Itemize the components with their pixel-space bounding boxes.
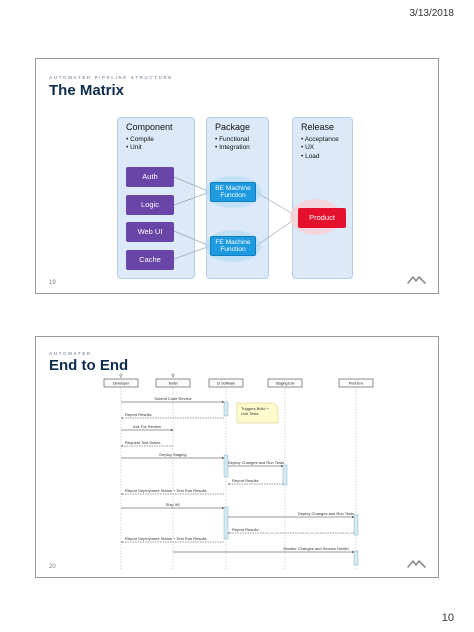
slide-number: 19 <box>49 280 56 286</box>
actor-icons <box>119 373 175 378</box>
note-line-2: Unit Tests <box>241 411 259 416</box>
component-item: • Compile <box>126 136 154 143</box>
activation-ci-2 <box>223 454 229 478</box>
page-number: 10 <box>441 612 454 624</box>
msg-label-5: Deploy Staging <box>159 452 186 457</box>
release-list: • Acceptance • UX • Load <box>301 136 339 161</box>
page-date: 3/13/2018 <box>409 8 455 19</box>
slide-kicker: AUTOMATED PIPELINE STRUCTURE <box>49 75 173 80</box>
msg-label-11: Report Results <box>232 527 258 532</box>
msg-label-10: Deploy Changes and Run Tests <box>298 511 354 516</box>
be-label-line2: Function <box>220 192 246 199</box>
activation-prod-1 <box>353 514 359 536</box>
component-item: • Unit <box>126 144 142 152</box>
brand-logo-icon <box>407 560 426 568</box>
msg-label-12: Report Deployment Status + Test Run Resu… <box>125 536 207 541</box>
actor-label-developer: Developer <box>113 382 130 386</box>
release-item: • Load <box>301 152 320 160</box>
msg-label-6: Deploy Changes and Run Tests <box>228 460 284 465</box>
release-box-product: Product <box>298 208 346 228</box>
component-box-cache: Cache <box>126 250 174 270</box>
slide-kicker: AUTOMATED <box>49 351 92 356</box>
be-label-line1: BE Machine <box>215 185 251 192</box>
slide-end-to-end: AUTOMATED End to End <box>35 336 439 578</box>
msg-label-7: Report Results <box>232 478 258 483</box>
release-title: Release <box>301 122 335 132</box>
release-column: Release • Acceptance • UX • Load <box>292 117 353 279</box>
component-box-logic: Logic <box>126 195 174 215</box>
slide-number: 20 <box>49 564 56 570</box>
sequence-diagram: Developer Tester CI Software Staging Env… <box>103 373 374 569</box>
component-list: • Compile • Unit <box>126 136 154 153</box>
actor-label-tester: Tester <box>168 382 178 386</box>
actor-box-staging-env <box>267 378 303 388</box>
package-list: • Functional • Integration <box>215 136 250 153</box>
note-triggers-build: Triggers Build + Unit Tests <box>236 402 279 424</box>
connector-lines <box>173 176 342 262</box>
activation-staging <box>282 464 288 486</box>
fe-label-line2: Function <box>220 246 246 253</box>
slide-title: End to End <box>49 357 129 374</box>
actor-label-prod-env: Prod Env <box>349 382 364 386</box>
release-item: • Acceptance <box>301 136 339 143</box>
slide-the-matrix: AUTOMATED PIPELINE STRUCTURE The Matrix … <box>35 58 439 294</box>
actor-box-ci-software <box>208 378 244 388</box>
msg-label-2: Report Results <box>125 412 151 417</box>
slide-title: The Matrix <box>49 82 125 99</box>
actor-label-ci-software: CI Software <box>217 382 235 386</box>
msg-label-9: Ship It!!! <box>166 502 181 507</box>
actor-box-tester <box>155 378 191 388</box>
actor-label-staging-env: Staging Env <box>276 382 295 386</box>
fe-label-line1: FE Machine <box>215 239 251 246</box>
msg-label-1: Submit Code Review <box>154 396 191 401</box>
activation-ci-3 <box>223 506 229 540</box>
package-item: • Functional <box>215 136 250 143</box>
release-item: • UX <box>301 144 315 152</box>
note-line-1: Triggers Build + <box>241 406 270 411</box>
brand-logo-icon <box>407 276 426 284</box>
msg-label-13: Monitor Changes and Service Health <box>283 546 348 551</box>
component-title: Component <box>126 122 173 132</box>
component-box-web-ui: Web UI <box>126 222 174 242</box>
component-box-auth: Auth <box>126 167 174 187</box>
activation-ci-1 <box>223 401 229 417</box>
package-item: • Integration <box>215 144 250 152</box>
actor-box-prod-env <box>338 378 374 388</box>
msg-label-8: Report Deployment Status + Test Run Resu… <box>125 488 207 493</box>
msg-label-4: Request Test Suites <box>125 440 161 445</box>
activation-prod-2 <box>353 550 359 566</box>
package-title: Package <box>215 122 251 132</box>
actor-box-developer <box>103 378 139 388</box>
msg-label-3: Ask For Review <box>133 424 161 429</box>
